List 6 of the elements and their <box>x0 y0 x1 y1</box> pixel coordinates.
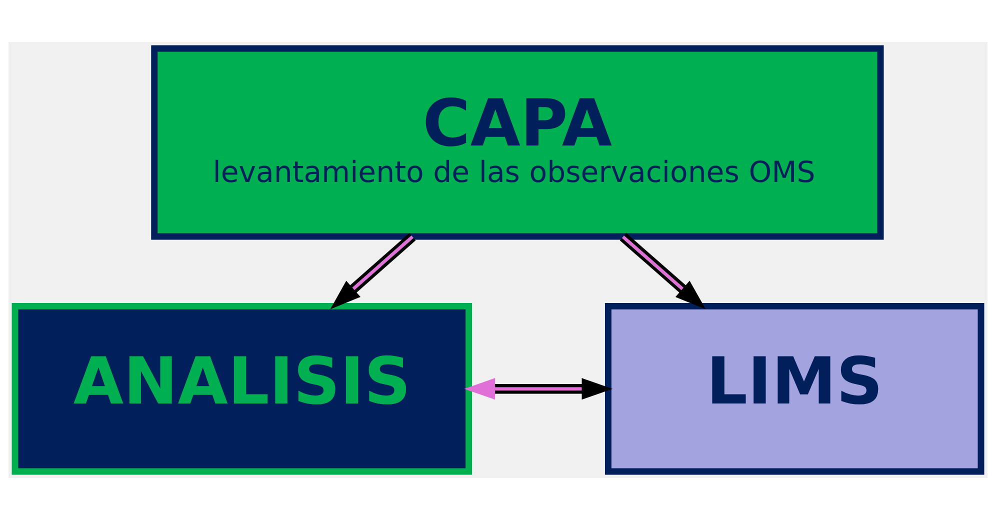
arrow <box>620 232 706 309</box>
arrow <box>330 232 416 309</box>
arrow <box>464 378 613 400</box>
node-box: CAPA levantamiento de las observaciones OMS <box>151 44 884 240</box>
node-box: ANALISIS <box>12 302 472 474</box>
node-box: LIMS <box>604 302 984 474</box>
